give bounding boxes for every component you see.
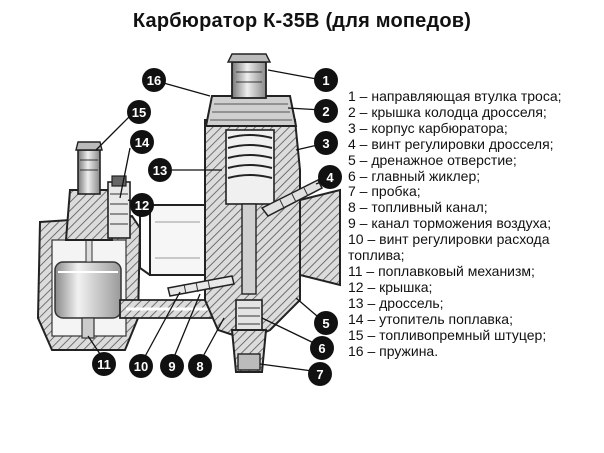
svg-text:16: 16 (147, 73, 161, 88)
legend-item: топлива; (348, 247, 405, 264)
svg-text:15: 15 (132, 105, 146, 120)
svg-text:5: 5 (322, 316, 329, 331)
legend-item: 7 – пробка; (348, 183, 421, 200)
legend-item: 2 – крышка колодца дросселя; (348, 103, 547, 120)
svg-text:6: 6 (318, 341, 325, 356)
callout-4: 4 (318, 165, 342, 189)
throttle-adjust-screw (260, 178, 324, 217)
legend-item: 13 – дроссель; (348, 294, 444, 311)
svg-text:9: 9 (168, 359, 175, 374)
float-chamber (36, 195, 142, 351)
fuel-inlet-fitting (64, 141, 114, 241)
legend-item: 1 – направляющая втулка троса; (348, 88, 562, 104)
svg-text:11: 11 (97, 357, 111, 372)
fuel-adjust-screw (167, 275, 235, 297)
float-tickler (107, 175, 131, 239)
svg-text:13: 13 (153, 163, 167, 178)
diagram-title: Карбюратор К-35В (для мопедов) (132, 10, 472, 32)
parts-legend: 1 – направляющая втулка троса; 2 – крышк… (348, 88, 562, 359)
svg-text:8: 8 (196, 359, 203, 374)
callout-16: 16 (142, 68, 166, 92)
main-jet (235, 299, 263, 331)
callout-15: 15 (127, 100, 151, 124)
legend-item: 16 – пружина. (348, 342, 439, 359)
legend-item: 4 – винт регулировки дросселя; (348, 135, 554, 152)
throttle-slide (225, 129, 275, 295)
svg-text:4: 4 (326, 170, 334, 185)
legend-item: 12 – крышка; (348, 278, 433, 295)
callout-9: 9 (160, 354, 184, 378)
cable-guide-bushing (226, 53, 272, 99)
svg-text:7: 7 (316, 367, 323, 382)
callout-14: 14 (130, 130, 154, 154)
svg-text:12: 12 (135, 198, 149, 213)
svg-text:2: 2 (322, 104, 329, 119)
callout-12: 12 (130, 193, 154, 217)
legend-item: 6 – главный жиклер; (348, 167, 481, 184)
callout-1: 1 (314, 68, 338, 92)
callout-7: 7 (308, 362, 332, 386)
svg-text:14: 14 (135, 135, 150, 150)
legend-item: 5 – дренажное отверстие; (348, 151, 517, 168)
callout-3: 3 (314, 131, 338, 155)
legend-item: 3 – корпус карбюратора; (348, 119, 508, 136)
svg-text:10: 10 (134, 359, 148, 374)
callout-11: 11 (92, 352, 116, 376)
svg-text:3: 3 (322, 136, 329, 151)
legend-item: 14 – утопитель поплавка; (348, 310, 513, 327)
callout-badges: 1 2 3 4 5 6 7 8 9 10 11 12 13 14 15 16 (92, 68, 342, 386)
air-intake (139, 188, 341, 287)
legend-item: 15 – топливопремный штуцер; (348, 326, 547, 343)
svg-text:1: 1 (322, 73, 329, 88)
callout-6: 6 (310, 336, 334, 360)
callout-10: 10 (129, 354, 153, 378)
legend-item: 11 – поплавковый механизм; (348, 262, 535, 279)
spring (227, 134, 273, 179)
callout-5: 5 (314, 311, 338, 335)
callout-13: 13 (148, 158, 172, 182)
legend-item: 10 – винт регулировки расхода (348, 231, 550, 248)
legend-item: 9 – канал торможения воздуха; (348, 215, 552, 232)
callout-2: 2 (314, 99, 338, 123)
callout-8: 8 (188, 354, 212, 378)
legend-item: 8 – топливный канал; (348, 199, 488, 216)
float (54, 261, 122, 319)
